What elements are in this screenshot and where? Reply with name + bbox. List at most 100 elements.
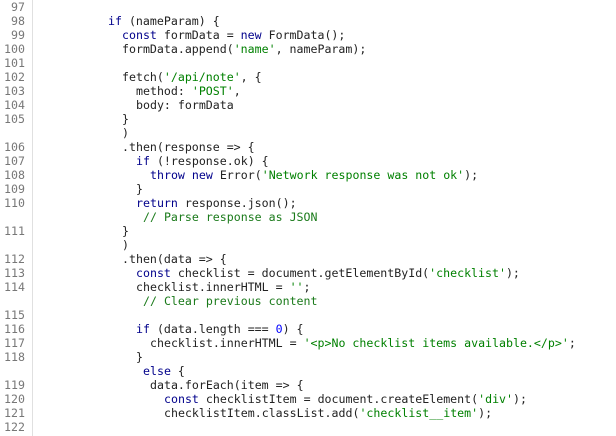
keyword-token: if xyxy=(136,322,150,336)
code-line[interactable]: // Parse response as JSON xyxy=(0,210,616,224)
keyword-token: return xyxy=(136,196,178,210)
line-number: 110 xyxy=(4,196,25,210)
code-token: ) xyxy=(122,238,129,252)
code-token: response.json(); xyxy=(177,196,297,210)
line-number: 121 xyxy=(4,406,25,420)
keyword-token: new xyxy=(240,28,262,42)
code-token: checklistItem = document.createElement( xyxy=(198,392,479,406)
code-text: const itemTitle = document.createElement… xyxy=(164,434,499,436)
code-text: checklistItem.classList.add('checklist__… xyxy=(164,406,492,420)
number-token: 0 xyxy=(275,322,283,336)
code-token: , xyxy=(233,84,241,98)
line-number: 107 xyxy=(4,154,25,168)
code-line[interactable]: 101 xyxy=(0,56,616,70)
code-line[interactable]: 111} xyxy=(0,224,616,238)
code-line[interactable]: 117 checklist.innerHTML = '<p>No checklis… xyxy=(0,336,616,350)
code-token: itemTitle = document.createElement( xyxy=(199,434,450,436)
code-text: fetch('/api/note', { xyxy=(122,70,262,84)
code-token: checklist.innerHTML = xyxy=(150,336,304,350)
code-token xyxy=(185,168,192,182)
code-token: formData.append( xyxy=(122,42,234,56)
code-text: if (data.length === 0) { xyxy=(136,322,304,336)
code-text: } xyxy=(136,182,143,196)
code-line[interactable]: 122 xyxy=(0,420,616,434)
code-token: (nameParam) { xyxy=(121,14,220,28)
code-text: checklist.innerHTML = '<p>No checklist i… xyxy=(150,336,576,350)
line-number: 117 xyxy=(4,336,25,350)
code-line[interactable]: const itemTitle = document.createElement… xyxy=(0,434,616,436)
string-token: 'name' xyxy=(233,42,276,56)
code-line[interactable]: else { xyxy=(0,364,616,378)
code-token: .then(data => { xyxy=(122,252,227,266)
code-token: body: formData xyxy=(136,98,234,112)
code-text: return response.json(); xyxy=(136,196,297,210)
code-token: .then(response => { xyxy=(122,140,255,154)
keyword-token: const xyxy=(164,392,199,406)
code-line[interactable]: 106 .then(response => { xyxy=(0,140,616,154)
code-token: ; xyxy=(303,280,311,294)
code-text: // Clear previous content xyxy=(143,294,318,308)
line-number: 102 xyxy=(4,70,25,84)
code-text: if (!response.ok) { xyxy=(136,154,269,168)
string-token: 'POST' xyxy=(191,84,234,98)
code-token: ); xyxy=(478,406,493,420)
code-text: if (nameParam) { xyxy=(108,14,220,28)
code-line[interactable]: 103 method: 'POST', xyxy=(0,84,616,98)
code-line[interactable]: ) xyxy=(0,238,616,252)
line-number: 114 xyxy=(4,280,25,294)
code-line[interactable]: 107 if (!response.ok) { xyxy=(0,154,616,168)
code-text: data.forEach(item => { xyxy=(150,378,304,392)
code-line[interactable]: 110 return response.json(); xyxy=(0,196,616,210)
keyword-token: const xyxy=(136,266,171,280)
code-token: ); xyxy=(505,266,520,280)
code-token: ); xyxy=(513,392,527,406)
line-number: 115 xyxy=(4,308,25,322)
code-line[interactable]: ) xyxy=(0,126,616,140)
code-token: method: xyxy=(136,84,192,98)
string-token: '/api/note' xyxy=(163,70,241,84)
code-line[interactable]: 97 xyxy=(0,0,616,14)
code-text: const formData = new FormData(); xyxy=(122,28,345,42)
line-number: 108 xyxy=(4,168,25,182)
code-line[interactable]: 115 xyxy=(0,308,616,322)
comment-token: // Parse response as JSON xyxy=(143,210,318,224)
code-line[interactable]: // Clear previous content xyxy=(0,294,616,308)
code-line[interactable]: 112.then(data => { xyxy=(0,252,616,266)
code-token: } xyxy=(122,112,129,126)
line-number: 106 xyxy=(4,140,25,154)
comment-token: // Clear previous content xyxy=(143,294,318,308)
code-line[interactable]: 121 checklistItem.classList.add('checklis… xyxy=(0,406,616,420)
code-line[interactable]: 118} xyxy=(0,350,616,364)
keyword-token: if xyxy=(136,154,150,168)
code-token: checklist.innerHTML = xyxy=(136,280,290,294)
line-number: 111 xyxy=(4,224,25,238)
code-token: } xyxy=(136,350,143,364)
code-token: checklist = document.getElementById( xyxy=(170,266,430,280)
code-line[interactable]: 109} xyxy=(0,182,616,196)
code-token: (data.length === xyxy=(149,322,276,336)
code-line[interactable]: 105} xyxy=(0,112,616,126)
code-text: else { xyxy=(143,364,185,378)
code-text: } xyxy=(122,224,129,238)
code-token: data.forEach(item => { xyxy=(150,378,304,392)
code-token: ) { xyxy=(282,322,304,336)
keyword-token: const xyxy=(164,434,199,436)
line-number: 103 xyxy=(4,84,25,98)
code-token: checklistItem.classList.add( xyxy=(164,406,360,420)
keyword-token: new xyxy=(191,168,213,182)
code-line[interactable]: 102 fetch('/api/note', { xyxy=(0,70,616,84)
code-token: ); xyxy=(464,168,479,182)
code-token: } xyxy=(122,224,129,238)
code-text: body: formData xyxy=(136,98,234,112)
